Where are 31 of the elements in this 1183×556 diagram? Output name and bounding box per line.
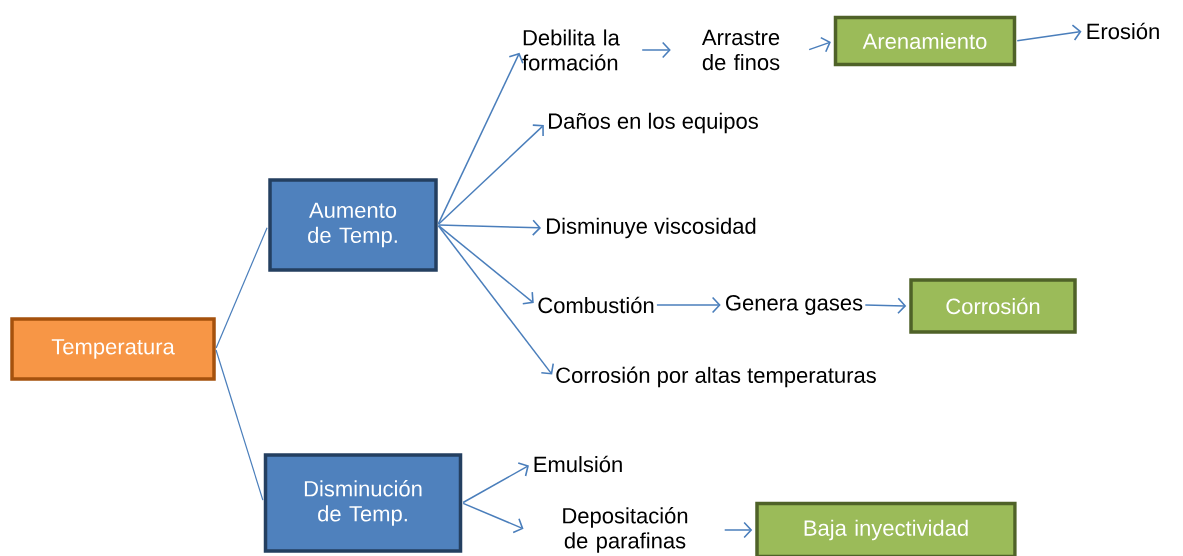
- effect-text: Arrastre de finos: [701, 29, 780, 71]
- arrow: [1016, 24, 1082, 42]
- process-box: Temperatura: [10, 317, 216, 381]
- arrow: [864, 297, 907, 315]
- arrow: [437, 224, 534, 305]
- arrow: [437, 124, 544, 226]
- connector-line: [215, 227, 268, 349]
- arrow: [723, 521, 753, 539]
- effect-text: Depositación de parafinas: [563, 507, 688, 553]
- effect-text: Debilita la formación: [522, 29, 620, 71]
- effect-text: Daños en los equipos: [549, 112, 758, 134]
- effect-text: Emulsión: [534, 455, 622, 473]
- arrow: [656, 296, 721, 314]
- process-box: Disminución de Temp.: [263, 453, 463, 553]
- arrow: [808, 36, 831, 53]
- effect-text: Disminuye viscosidad: [547, 217, 756, 239]
- arrow: [462, 462, 529, 504]
- effect-text: Erosión: [1087, 22, 1159, 40]
- arrow: [462, 502, 524, 534]
- arrow: [641, 41, 671, 59]
- process-box: Aumento de Temp.: [268, 178, 438, 272]
- effect-text: Genera gases: [726, 295, 863, 315]
- result-box: Corrosión: [909, 278, 1077, 334]
- arrow: [437, 225, 555, 375]
- result-box: Baja inyectividad: [755, 501, 1017, 556]
- arrow: [437, 52, 524, 225]
- connector-line: [215, 349, 264, 501]
- result-box: Arenamiento: [833, 15, 1017, 67]
- arrow: [438, 219, 542, 236]
- effect-text: Corrosión por altas temperaturas: [556, 366, 876, 388]
- effect-text: Combustión: [538, 296, 654, 314]
